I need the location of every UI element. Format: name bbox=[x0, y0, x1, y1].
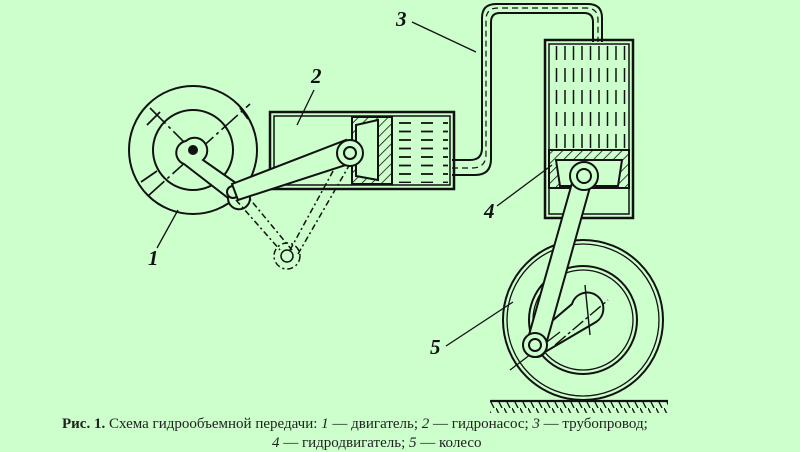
label-4: 4 bbox=[483, 199, 495, 223]
caption-line-1: Рис. 1. Схема гидрообъемной передачи: 1 … bbox=[62, 415, 648, 433]
item-4-text: — гидродвигатель; bbox=[283, 435, 406, 451]
item-2-number: 2 bbox=[421, 416, 430, 432]
leader-3 bbox=[411, 21, 477, 53]
ground bbox=[490, 399, 668, 413]
caption-title: Схема гидрообъемной передачи: bbox=[108, 416, 318, 432]
item-1-text: — двигатель; bbox=[332, 416, 419, 432]
leader-5 bbox=[445, 301, 514, 347]
pipeline bbox=[452, 3, 603, 176]
leader-1 bbox=[156, 209, 179, 249]
alt-position-linkage bbox=[235, 161, 351, 270]
engine-flywheel bbox=[128, 85, 258, 215]
wheel bbox=[502, 239, 664, 401]
figure-number: Рис. 1. bbox=[62, 416, 106, 432]
connecting-rod-wheel bbox=[522, 161, 599, 358]
item-3-text: — трубопровод; bbox=[543, 416, 648, 432]
leader-4 bbox=[496, 164, 553, 207]
label-3: 3 bbox=[395, 7, 407, 31]
label-5: 5 bbox=[430, 335, 441, 359]
caption-line-2: 4 — гидродвигатель; 5 — колесо bbox=[272, 434, 482, 452]
label-1: 1 bbox=[148, 246, 159, 270]
item-5-text: — колесо bbox=[420, 435, 482, 451]
connecting-rod-pump bbox=[230, 138, 364, 202]
label-2: 2 bbox=[310, 64, 322, 88]
item-3-number: 3 bbox=[532, 416, 540, 432]
leader-2 bbox=[296, 89, 315, 126]
item-2-text: — гидронасос; bbox=[433, 416, 529, 432]
item-1-number: 1 bbox=[321, 416, 329, 432]
item-4-number: 4 bbox=[272, 435, 280, 451]
item-5-number: 5 bbox=[409, 435, 417, 451]
